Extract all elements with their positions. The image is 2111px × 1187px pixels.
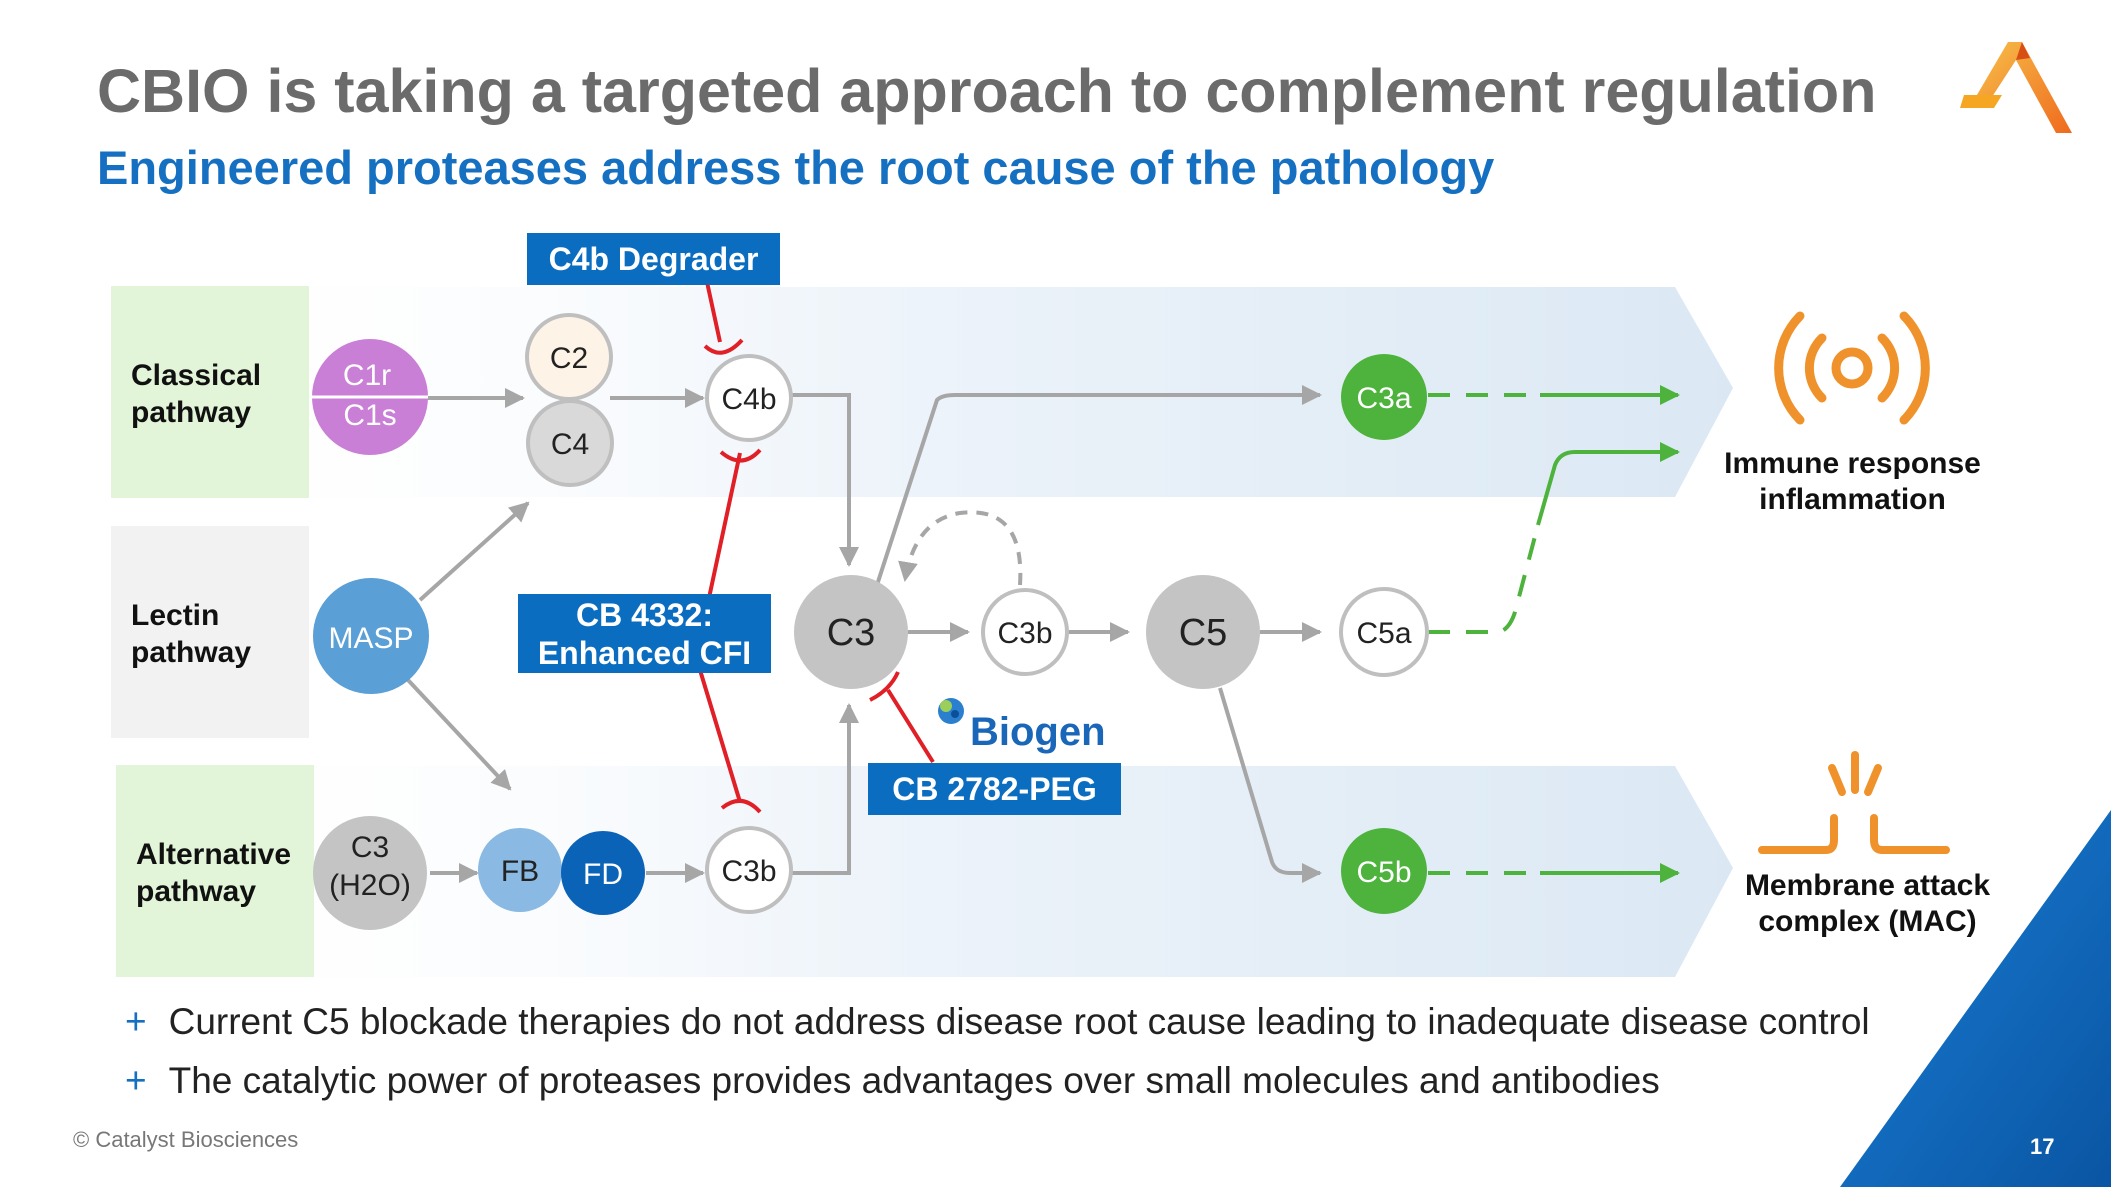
cb4332-line2: Enhanced CFI	[537, 635, 752, 671]
plus-icon: +	[125, 1060, 147, 1101]
plus-icon: +	[125, 1001, 147, 1042]
c4-label: C4	[551, 428, 589, 461]
node-fd	[561, 831, 645, 915]
bullet-item-1: +Current C5 blockade therapies do not ad…	[125, 1001, 1870, 1042]
node-c3	[794, 575, 908, 689]
c5a-label: C5a	[1356, 617, 1411, 650]
mac-line2: complex (MAC)	[1758, 905, 1977, 938]
node-c5	[1146, 575, 1260, 689]
alternative-band	[150, 766, 1733, 977]
cb4332-box: CB 4332: Enhanced CFI	[518, 594, 771, 673]
masp-label: MASP	[328, 622, 413, 655]
alternative-label-box	[116, 765, 314, 977]
immune-line1: Immune response	[1724, 447, 1981, 480]
node-c5b	[1341, 828, 1427, 914]
cb4332-line1: CB 4332:	[576, 597, 713, 633]
classical-label-box	[111, 286, 309, 498]
bullet-item-2: +The catalytic power of proteases provid…	[125, 1060, 1660, 1101]
page-subtitle: Engineered proteases address the root ca…	[97, 141, 1495, 194]
alternative-pathway-label: Alternative pathway	[136, 838, 292, 908]
mac-line1: Membrane attack	[1744, 869, 1991, 902]
fb-label: FB	[501, 855, 539, 888]
biogen-logo: Biogen	[938, 698, 1106, 754]
immune-line2: inflammation	[1759, 483, 1946, 516]
node-c4b	[705, 354, 793, 442]
c5-label: C5	[1179, 612, 1228, 654]
node-c4	[526, 399, 614, 487]
c2-label: C2	[550, 342, 588, 375]
biogen-label: Biogen	[970, 710, 1106, 754]
node-c3a	[1341, 354, 1427, 440]
membrane-pore-icon	[1758, 751, 1950, 854]
c1s-label: C1s	[343, 399, 396, 432]
lectin-pathway-label: Lectin pathway	[131, 599, 252, 669]
c5b-label: C5b	[1356, 856, 1411, 889]
node-c3-h2o	[313, 816, 427, 930]
broadcast-icon	[1774, 311, 1930, 425]
c3h2o-label-2: (H2O)	[329, 869, 411, 902]
node-c2	[525, 313, 613, 401]
classical-pathway-label: Classical pathway	[131, 359, 262, 429]
node-fb	[478, 828, 562, 912]
c4b-label: C4b	[721, 383, 776, 416]
node-c1	[312, 339, 428, 455]
company-logo	[1960, 42, 2072, 133]
mac-label: Membrane attack complex (MAC)	[1715, 868, 2020, 940]
lectin-label-box	[111, 526, 309, 738]
c1r-label: C1r	[343, 359, 391, 392]
page-title: CBIO is taking a targeted approach to co…	[97, 57, 1877, 125]
copyright: © Catalyst Biosciences	[73, 1127, 299, 1152]
c3-label: C3	[827, 612, 876, 654]
node-masp	[313, 578, 429, 694]
node-c5a	[1339, 587, 1429, 677]
c3a-label: C3a	[1356, 382, 1411, 415]
node-c3b-alt	[705, 826, 793, 914]
c3h2o-label-1: C3	[351, 831, 389, 864]
node-c3b	[981, 588, 1069, 676]
immune-response-label: Immune response inflammation	[1700, 446, 2005, 518]
c3b-alt-label: C3b	[721, 855, 776, 888]
c3b-label: C3b	[997, 617, 1052, 650]
c4b-degrader-box: C4b Degrader	[527, 233, 780, 285]
corner-decoration	[1840, 810, 2111, 1187]
fd-label: FD	[583, 858, 623, 891]
page-number: 17	[2030, 1134, 2055, 1159]
cb2782-box: CB 2782-PEG	[868, 763, 1121, 815]
